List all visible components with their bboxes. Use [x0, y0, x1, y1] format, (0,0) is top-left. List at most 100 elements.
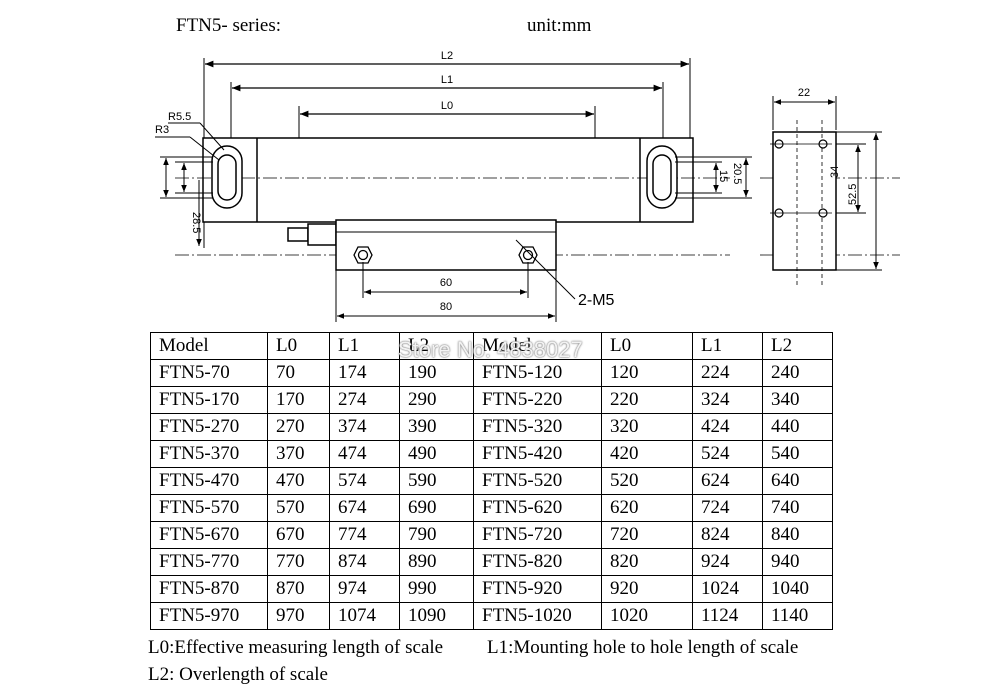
- d80-label: 80: [440, 301, 452, 313]
- r3-label: R3: [155, 124, 169, 136]
- table-cell: 940: [762, 548, 833, 576]
- table-cell: 570: [267, 494, 330, 522]
- d15-label: 15: [717, 170, 729, 182]
- table-cell: 874: [329, 548, 400, 576]
- d60-label: 60: [440, 277, 452, 289]
- table-cell: 1074: [329, 602, 400, 630]
- r55-label: R5.5: [168, 111, 191, 123]
- table-cell: 574: [329, 467, 400, 495]
- d285-label: 28.5: [190, 212, 202, 233]
- l2-label: L2: [441, 50, 453, 62]
- table-cell: 640: [762, 467, 833, 495]
- m5-label: 2-M5: [578, 292, 615, 309]
- table-cell: 370: [267, 440, 330, 468]
- table-cell: 174: [329, 359, 400, 387]
- table-cell: 1140: [762, 602, 833, 630]
- store-watermark: Store No. 4838027: [398, 337, 583, 362]
- right-vertical-dims: [675, 156, 752, 199]
- table-cell: 440: [762, 413, 833, 441]
- note-l1: L1:Mounting hole to hole length of scale: [487, 637, 799, 658]
- table-cell: 524: [692, 440, 763, 468]
- table-cell: 970: [267, 602, 330, 630]
- table-cell: 670: [267, 521, 330, 549]
- note-l2: L2: Overlength of scale: [148, 664, 328, 685]
- table-cell: FTN5-720: [473, 521, 602, 549]
- table-cell: 724: [692, 494, 763, 522]
- table-cell: FTN5-920: [473, 575, 602, 603]
- table-cell: 540: [762, 440, 833, 468]
- table-cell: 824: [692, 521, 763, 549]
- table-cell: 674: [329, 494, 400, 522]
- left-slot-inner: [217, 154, 237, 201]
- note-l0: L0:Effective measuring length of scale: [148, 637, 444, 658]
- table-cell: 474: [329, 440, 400, 468]
- header-cell: L0: [267, 332, 330, 360]
- cable-connector: [307, 223, 337, 246]
- table-cell: 170: [267, 386, 330, 414]
- table-cell: 324: [692, 386, 763, 414]
- table-cell: FTN5-220: [473, 386, 602, 414]
- table-cell: 520: [601, 467, 693, 495]
- table-cell: 374: [329, 413, 400, 441]
- table-cell: 420: [601, 440, 693, 468]
- table-cell: 1024: [692, 575, 763, 603]
- table-cell: 840: [762, 521, 833, 549]
- mounting-holes: [211, 145, 678, 209]
- table-cell: FTN5-870: [150, 575, 268, 603]
- table-cell: FTN5-370: [150, 440, 268, 468]
- table-cell: 790: [399, 521, 474, 549]
- d205-label: 20.5: [731, 163, 743, 184]
- table-cell: 1090: [399, 602, 474, 630]
- header-cell: L1: [692, 332, 763, 360]
- table-cell: FTN5-970: [150, 602, 268, 630]
- unit-label: unit:mm: [527, 15, 592, 36]
- technical-drawing: L2 L1 L0 R5.5 R3 28.5: [155, 50, 900, 322]
- table-cell: FTN5-270: [150, 413, 268, 441]
- table-cell: FTN5-70: [150, 359, 268, 387]
- table-cell: 620: [601, 494, 693, 522]
- table-cell: 290: [399, 386, 474, 414]
- table-cell: FTN5-120: [473, 359, 602, 387]
- table-cell: 624: [692, 467, 763, 495]
- table-cell: 770: [267, 548, 330, 576]
- right-slot-inner: [652, 154, 672, 201]
- header-cell: L2: [399, 332, 474, 360]
- table-cell: 590: [399, 467, 474, 495]
- series-title: FTN5- series:: [176, 15, 282, 36]
- scale-body: [202, 137, 694, 223]
- header-cell: L1: [329, 332, 400, 360]
- d34-label: 34: [829, 166, 841, 178]
- left-vertical-dims: [160, 156, 213, 246]
- table-cell: 924: [692, 548, 763, 576]
- table-cell: 740: [762, 494, 833, 522]
- l1-label: L1: [441, 74, 453, 86]
- cable-stub: [287, 227, 309, 242]
- table-cell: FTN5-820: [473, 548, 602, 576]
- d525-label: 52.5: [847, 184, 859, 205]
- table-cell: 920: [601, 575, 693, 603]
- table-cell: 1020: [601, 602, 693, 630]
- header-cell: L2: [762, 332, 833, 360]
- table-cell: 1040: [762, 575, 833, 603]
- table-cell: 390: [399, 413, 474, 441]
- table-cell: FTN5-670: [150, 521, 268, 549]
- table-cell: 120: [601, 359, 693, 387]
- table-cell: 274: [329, 386, 400, 414]
- header-cell: L0: [601, 332, 693, 360]
- table-cell: 490: [399, 440, 474, 468]
- table-cell: 1124: [692, 602, 763, 630]
- table-cell: 890: [399, 548, 474, 576]
- table-cell: FTN5-620: [473, 494, 602, 522]
- table-cell: FTN5-1020: [473, 602, 602, 630]
- d22-label: 22: [798, 87, 810, 99]
- l0-label: L0: [441, 100, 453, 112]
